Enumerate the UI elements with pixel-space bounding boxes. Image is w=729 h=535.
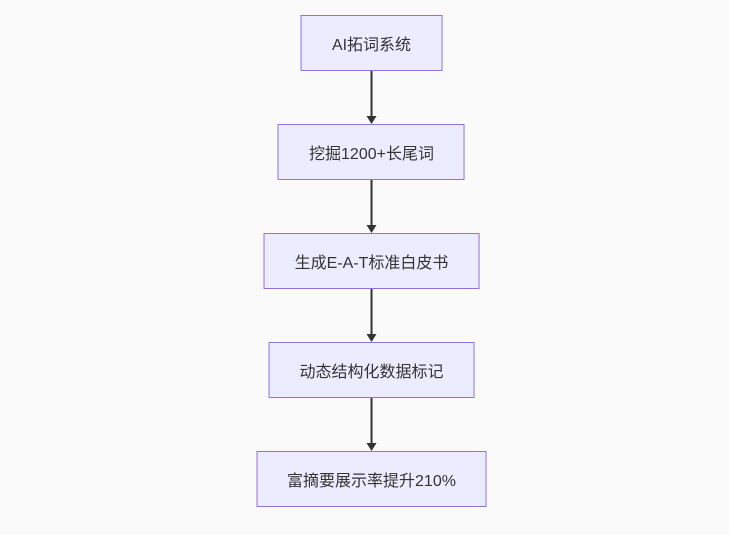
flow-node-label: 挖掘1200+长尾词 bbox=[309, 146, 434, 163]
flow-node-longtail-mining: 挖掘1200+长尾词 bbox=[278, 124, 465, 180]
flow-node-label: 动态结构化数据标记 bbox=[299, 364, 444, 381]
flow-node-label: 生成E-A-T标准白皮书 bbox=[294, 255, 449, 272]
flow-node-ai-expansion: AI拓词系统 bbox=[300, 15, 443, 71]
flow-arrow-4 bbox=[366, 398, 377, 451]
arrowhead-down-icon bbox=[366, 116, 377, 124]
arrow-line bbox=[370, 398, 373, 443]
flow-node-structured-data: 动态结构化数据标记 bbox=[268, 342, 475, 398]
flow-node-rich-snippet-result: 富摘要展示率提升210% bbox=[256, 451, 487, 507]
arrow-line bbox=[370, 289, 373, 334]
arrowhead-down-icon bbox=[366, 443, 377, 451]
flow-arrow-1 bbox=[366, 71, 377, 124]
flow-arrow-2 bbox=[366, 180, 377, 233]
arrow-line bbox=[370, 71, 373, 116]
flow-node-label: AI拓词系统 bbox=[331, 37, 412, 54]
flow-node-eat-whitepaper: 生成E-A-T标准白皮书 bbox=[263, 233, 480, 289]
arrowhead-down-icon bbox=[366, 225, 377, 233]
arrowhead-down-icon bbox=[366, 334, 377, 342]
flow-arrow-3 bbox=[366, 289, 377, 342]
arrow-line bbox=[370, 180, 373, 225]
flow-node-label: 富摘要展示率提升210% bbox=[287, 473, 456, 490]
flowchart: AI拓词系统 挖掘1200+长尾词 生成E-A-T标准白皮书 动态结构化数据标记 bbox=[256, 15, 487, 507]
